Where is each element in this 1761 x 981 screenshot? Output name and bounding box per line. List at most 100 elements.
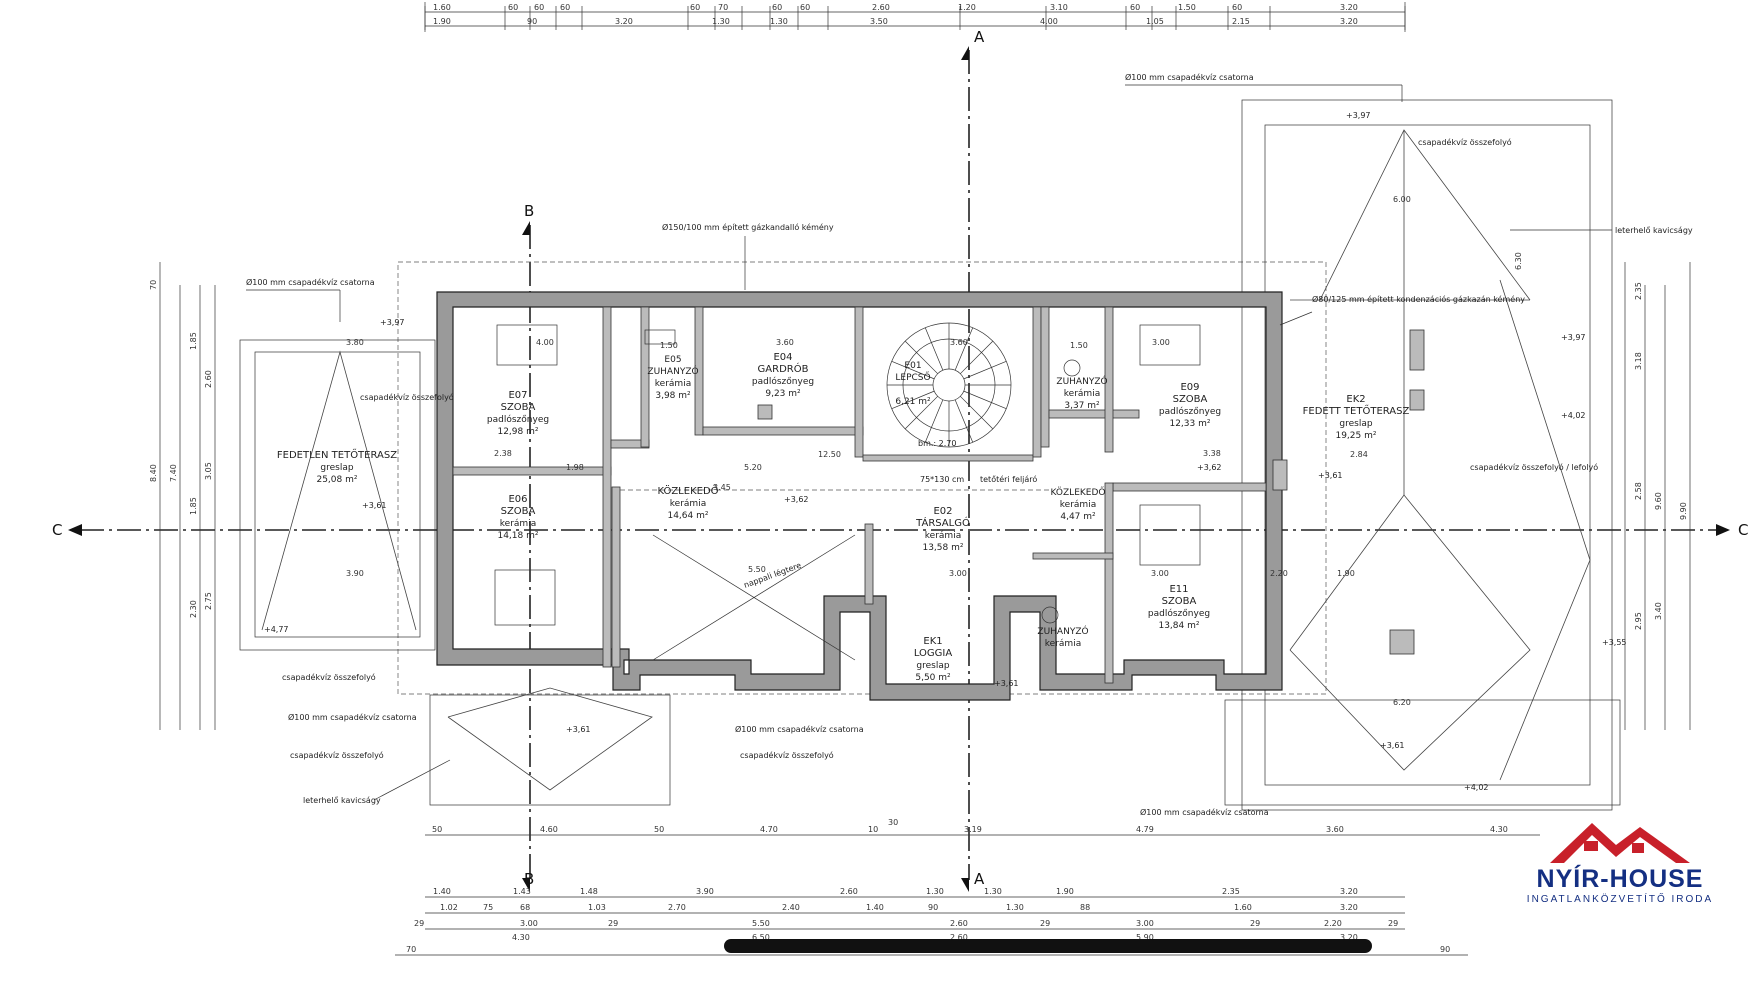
svg-text:2.20: 2.20 (1270, 569, 1288, 578)
svg-text:1.50: 1.50 (1070, 341, 1088, 350)
note-gravel-right: leterhelő kavicságy (1615, 226, 1693, 235)
section-c-left-label: C (52, 521, 62, 539)
room-e12: ZUHANYZÓ kerámia (1037, 625, 1088, 649)
svg-text:E09: E09 (1180, 382, 1199, 393)
dim-top-2-7: 1.05 (1146, 17, 1164, 26)
svg-text:3.90: 3.90 (696, 887, 714, 896)
svg-text:3.00: 3.00 (1152, 338, 1170, 347)
svg-text:E07: E07 (508, 390, 527, 401)
svg-text:E05: E05 (664, 355, 681, 365)
section-b-bottom-label: B (524, 870, 534, 888)
svg-text:ZUHANYZÓ: ZUHANYZÓ (1037, 625, 1088, 637)
svg-text:1.30: 1.30 (984, 887, 1002, 896)
svg-text:3.60: 3.60 (950, 338, 968, 347)
svg-text:1.85: 1.85 (189, 332, 198, 350)
stair-tread (904, 396, 938, 430)
outer-walls (436, 291, 1283, 701)
svg-text:90: 90 (928, 903, 938, 912)
horizontal-scrollbar-thumb[interactable] (724, 939, 1372, 953)
note-drain-3: csapadékvíz összefolyó (282, 672, 376, 682)
room-ek1: EK1 LOGGIA greslap 5,50 m² (914, 636, 953, 683)
note-gutter-bl: Ø100 mm csapadékvíz csatorna (288, 712, 417, 722)
level-9: +3,62 (784, 495, 809, 504)
level-10: +3,61 (994, 679, 1019, 688)
spiral-staircase (886, 322, 1012, 448)
svg-text:5.20: 5.20 (744, 463, 762, 472)
dim-top-2-6: 4.00 (1040, 17, 1058, 26)
level-8: +3,62 (1197, 463, 1222, 472)
svg-text:9.60: 9.60 (1654, 492, 1663, 510)
interior-dimensions: 3.80 4.00 3.60 3.60 3.00 5.20 3.45 5.50 … (346, 195, 1411, 707)
dim-top-1-12: 1.50 (1178, 3, 1196, 12)
svg-text:3.90: 3.90 (346, 569, 364, 578)
room-e04: E04 GARDRÓB padlószőnyeg 9,23 m² (752, 352, 814, 399)
svg-text:EK2: EK2 (1346, 394, 1365, 405)
svg-text:2.60: 2.60 (950, 933, 968, 942)
svg-text:8.40: 8.40 (149, 464, 158, 482)
svg-text:kerámia: kerámia (1060, 500, 1096, 510)
note-gravel-bottom: leterhelő kavicságy (303, 796, 381, 805)
svg-text:3.00: 3.00 (520, 919, 538, 928)
svg-text:2.60: 2.60 (950, 919, 968, 928)
note-gutter-bc: Ø100 mm csapadékvíz csatorna (735, 724, 864, 734)
svg-text:GARDRÓB: GARDRÓB (758, 362, 809, 375)
svg-text:FEDETT TETŐTERASZ: FEDETT TETŐTERASZ (1303, 403, 1410, 417)
dim-top-1-7: 60 (800, 3, 810, 12)
note-chimney-cond: Ø80/125 mm épített kondenzációs gázkazán… (1312, 294, 1525, 304)
svg-text:90: 90 (1440, 945, 1450, 954)
svg-text:7.40: 7.40 (169, 464, 178, 482)
svg-text:ZUHANYZÓ: ZUHANYZÓ (647, 365, 698, 377)
svg-text:greslap: greslap (1339, 419, 1372, 429)
note-attic: tetőtéri feljáró (980, 474, 1037, 484)
svg-text:3.60: 3.60 (776, 338, 794, 347)
dim-top-2-1: 90 (527, 17, 537, 26)
stair-tread (960, 396, 994, 430)
svg-text:2.38: 2.38 (494, 449, 512, 458)
svg-text:1.48: 1.48 (580, 887, 598, 896)
dim-top-1-0: 1.60 (433, 3, 451, 12)
interior-walls (452, 306, 1267, 684)
svg-text:1.60: 1.60 (1234, 903, 1252, 912)
svg-text:12.50: 12.50 (818, 450, 841, 459)
room-ek2: EK2 FEDETT TETŐTERASZ greslap 19,25 m² (1303, 394, 1410, 441)
note-drain-2: csapadékvíz összefolyó (1418, 137, 1512, 147)
svg-text:3.38: 3.38 (1203, 449, 1221, 458)
svg-text:75: 75 (483, 903, 493, 912)
room-e09: E09 SZOBA padlószőnyeg 12,33 m² (1159, 382, 1221, 429)
svg-text:12,33 m²: 12,33 m² (1169, 419, 1210, 429)
svg-text:KÖZLEKEDŐ: KÖZLEKEDŐ (1051, 487, 1106, 498)
level-1: +3,97 (380, 318, 405, 327)
logo-title: NYÍR-HOUSE (1536, 865, 1704, 893)
svg-text:E11: E11 (1169, 584, 1188, 595)
dim-top-2-0: 1.90 (433, 17, 451, 26)
svg-text:SZOBA: SZOBA (1173, 394, 1208, 405)
svg-text:kerámia: kerámia (670, 499, 706, 509)
svg-text:kerámia: kerámia (925, 531, 961, 541)
svg-text:29: 29 (608, 919, 618, 928)
svg-text:6.20: 6.20 (1393, 698, 1411, 707)
svg-text:5.50: 5.50 (748, 565, 766, 574)
svg-text:E04: E04 (773, 352, 792, 363)
stair-tread (954, 327, 974, 371)
room-e11: E11 SZOBA padlószőnyeg 13,84 m² (1148, 584, 1210, 631)
level-marks: +3,97 +3,61 +4,77 +3,97 +3,97 +4,02 +3,6… (264, 111, 1627, 792)
svg-text:13,58 m²: 13,58 m² (922, 543, 963, 553)
svg-text:kerámia: kerámia (500, 519, 536, 529)
svg-text:1.02: 1.02 (440, 903, 458, 912)
svg-text:LEPCSŐ: LEPCSŐ (895, 372, 930, 383)
svg-text:4.79: 4.79 (1136, 825, 1154, 834)
svg-text:4.30: 4.30 (512, 933, 530, 942)
svg-text:kerámia: kerámia (1045, 639, 1081, 649)
level-12: +3,61 (1380, 741, 1405, 750)
note-drain-4: csapadékvíz összefolyó (290, 750, 384, 760)
level-11: +3,55 (1602, 638, 1627, 647)
room-e05: E05 ZUHANYZÓ kerámia 3,98 m² (647, 355, 698, 401)
note-chimney-fire: Ø150/100 mm épített gázkandalló kémény (662, 222, 834, 232)
svg-text:padlószőnyeg: padlószőnyeg (487, 414, 549, 425)
svg-text:1.30: 1.30 (926, 887, 944, 896)
svg-text:1.90: 1.90 (1337, 569, 1355, 578)
svg-text:3.40: 3.40 (1654, 602, 1663, 620)
note-drain-vent: csapadékvíz összefolyó / lefolyó (1470, 462, 1598, 472)
dim-top-1-14: 3.20 (1340, 3, 1358, 12)
